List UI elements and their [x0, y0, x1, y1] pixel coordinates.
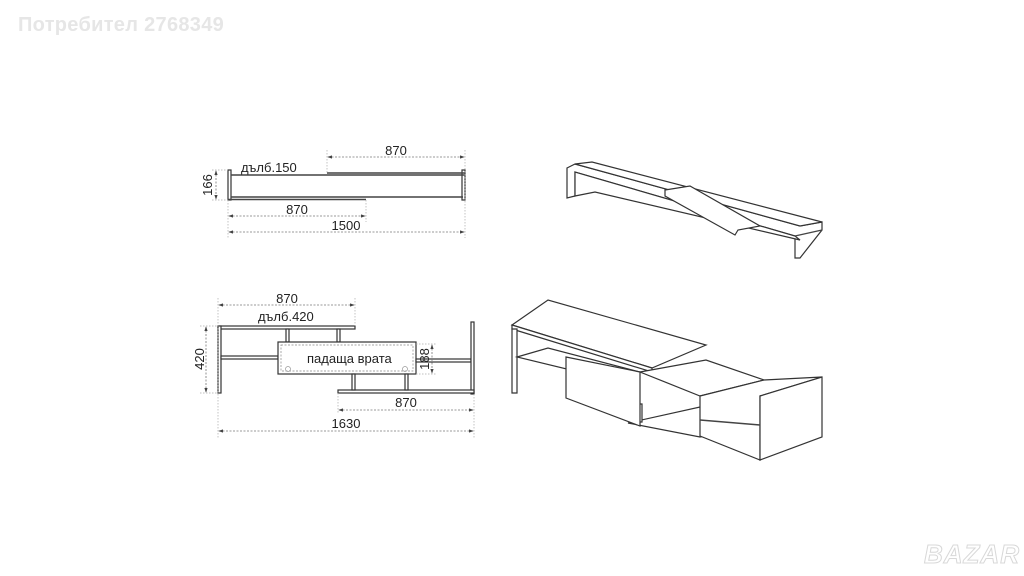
dim-total-width: 1500 [332, 218, 361, 233]
dim-total-width: 1630 [332, 416, 361, 431]
wall-shelf-front-view: 870 дълб.150 870 1500 166 [200, 143, 466, 238]
user-watermark: Потребител 2768349 [18, 14, 225, 36]
dim-upper-width: 870 [385, 143, 407, 158]
door-label: падаща врата [307, 351, 393, 366]
dim-height: 166 [200, 174, 215, 196]
dim-lower-width: 870 [286, 202, 308, 217]
dim-height: 420 [192, 348, 207, 370]
dim-top-width: 870 [276, 291, 298, 306]
depth-label: дълб.150 [241, 160, 297, 175]
bazar-logo: BAZAR [924, 539, 1020, 570]
tv-stand-front-view: 870 дълб.420 падаща врата 420 188 870 16… [192, 291, 475, 438]
dim-bottom-width: 870 [395, 395, 417, 410]
wall-shelf-isometric [566, 161, 823, 259]
tv-stand-isometric [510, 299, 823, 461]
dim-door-height: 188 [417, 348, 432, 370]
drop-door [277, 341, 417, 375]
depth-label: дълб.420 [258, 309, 314, 324]
